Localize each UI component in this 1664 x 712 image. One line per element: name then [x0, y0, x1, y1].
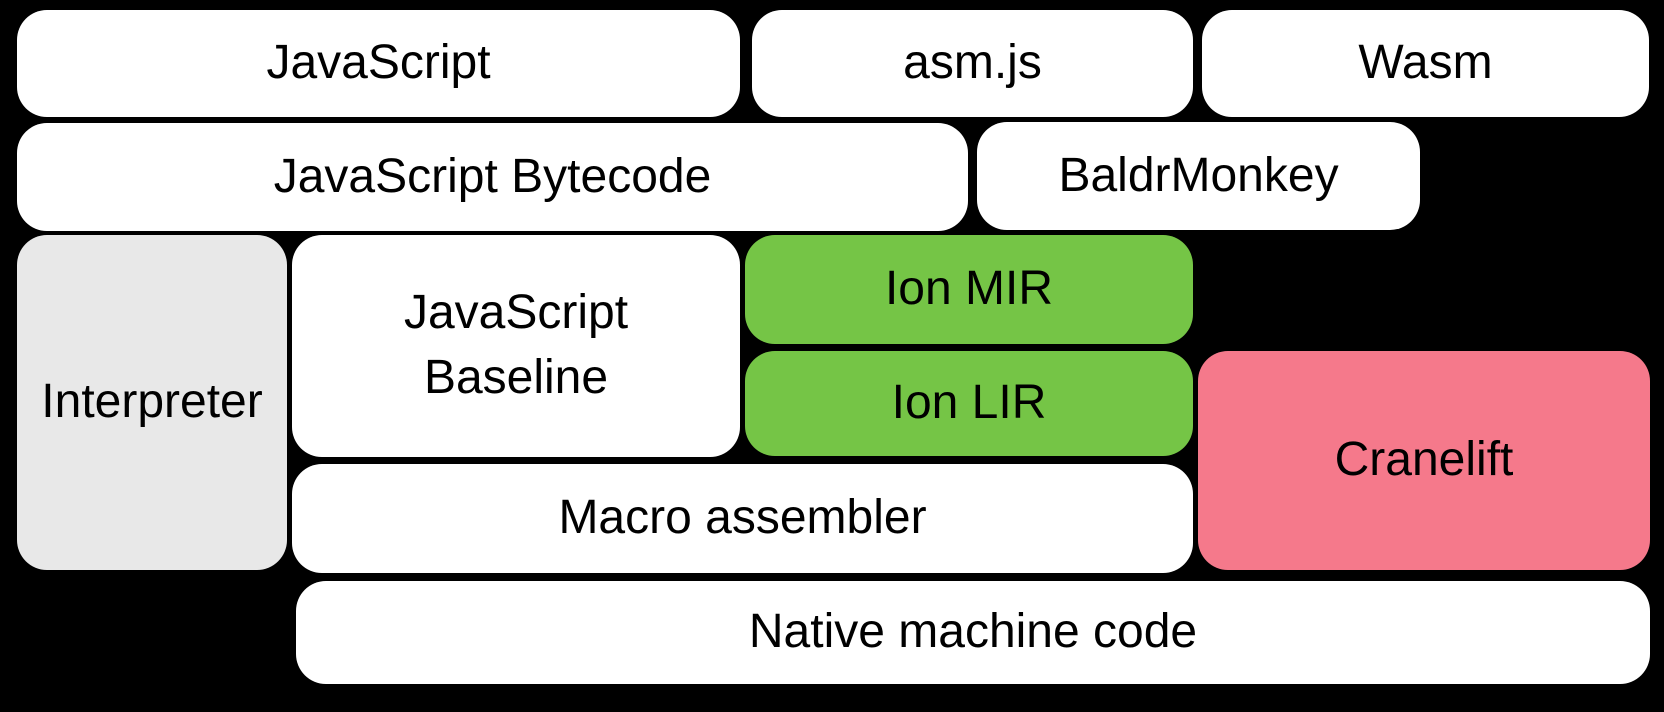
box-ion-lir: Ion LIR	[745, 351, 1193, 456]
box-asm-js: asm.js	[752, 10, 1193, 117]
box-ion-mir: Ion MIR	[745, 235, 1193, 344]
box-native-machine-code: Native machine code	[296, 581, 1650, 684]
box-cranelift: Cranelift	[1198, 351, 1650, 570]
box-javascript: JavaScript	[17, 10, 740, 117]
box-interpreter: Interpreter	[17, 235, 287, 570]
box-javascript-bytecode: JavaScript Bytecode	[17, 123, 968, 231]
box-macro-assembler: Macro assembler	[292, 464, 1193, 573]
box-wasm: Wasm	[1202, 10, 1649, 117]
box-javascript-baseline: JavaScript Baseline	[292, 235, 740, 457]
box-baldrmonkey: BaldrMonkey	[977, 122, 1420, 230]
